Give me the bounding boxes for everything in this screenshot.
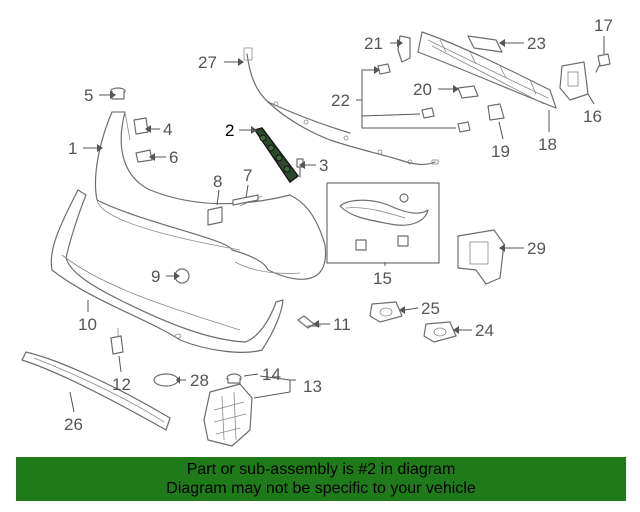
callout-22: 22 xyxy=(331,91,350,110)
callout-labels: 1 2 3 4 5 6 7 8 9 10 11 12 13 14 15 16 1… xyxy=(64,16,613,434)
callout-17: 17 xyxy=(594,16,613,35)
callout-20: 20 xyxy=(413,80,432,99)
callout-2: 2 xyxy=(225,121,234,140)
callout-5: 5 xyxy=(84,86,93,105)
lamp-assembly-part-15 xyxy=(326,182,440,264)
callout-27: 27 xyxy=(198,53,217,72)
callout-15: 15 xyxy=(373,269,392,288)
bracket-part-20 xyxy=(457,85,479,99)
bracket-part-21 xyxy=(397,35,411,63)
nut-part-6 xyxy=(135,149,153,163)
callout-26: 26 xyxy=(64,415,83,434)
parking-sensor-part-25 xyxy=(369,301,403,323)
bolts-part-22 xyxy=(377,63,471,133)
seal-part-28 xyxy=(153,373,179,387)
info-banner: Part or sub-assembly is #2 in diagram Di… xyxy=(16,457,626,501)
bolt-part-17 xyxy=(595,53,611,73)
callout-10: 10 xyxy=(78,315,97,334)
bracket-part-13 xyxy=(203,383,253,447)
callout-28: 28 xyxy=(190,371,209,390)
banner-line-part-number: Part or sub-assembly is #2 in diagram xyxy=(186,461,456,478)
bracket-part-4 xyxy=(133,117,149,135)
callout-29: 29 xyxy=(527,239,546,258)
reflector-part-7 xyxy=(232,194,259,206)
callout-19: 19 xyxy=(491,142,510,161)
callout-16: 16 xyxy=(583,107,602,126)
bracket-part-19 xyxy=(487,103,505,121)
mount-bracket-part-16 xyxy=(559,61,589,101)
callout-14: 14 xyxy=(262,365,281,384)
bracket-part-23 xyxy=(467,35,503,53)
callout-11: 11 xyxy=(333,315,351,334)
callout-21: 21 xyxy=(364,34,383,53)
leader-lines xyxy=(69,36,605,413)
parts-diagram: 1 2 3 4 5 6 7 8 9 10 11 12 13 14 15 16 1… xyxy=(21,16,613,447)
callout-23: 23 xyxy=(527,34,546,53)
callout-7: 7 xyxy=(243,166,252,185)
bumper-cover-upper xyxy=(94,111,327,280)
impact-beam-part-18 xyxy=(417,31,557,109)
lower-molding-strip xyxy=(21,351,171,431)
banner-line-disclaimer: Diagram may not be specific to your vehi… xyxy=(166,480,476,497)
callout-4: 4 xyxy=(163,120,172,139)
bolt-part-3 xyxy=(296,158,304,178)
grommet-part-14 xyxy=(226,373,242,384)
side-bracket-part-2 xyxy=(253,127,300,184)
leader-arrowheads xyxy=(97,39,505,384)
parking-sensor-part-24 xyxy=(423,321,457,343)
callout-25: 25 xyxy=(421,299,440,318)
callout-24: 24 xyxy=(475,321,494,340)
wiring-harness xyxy=(243,47,439,166)
callout-6: 6 xyxy=(169,148,178,167)
sensor-bracket-part-29 xyxy=(457,229,505,285)
bumper-lower-valance xyxy=(50,189,284,353)
callout-12: 12 xyxy=(112,375,131,394)
callout-8: 8 xyxy=(213,172,222,191)
callout-3: 3 xyxy=(319,156,328,175)
callout-1: 1 xyxy=(68,139,77,158)
callout-18: 18 xyxy=(538,135,557,154)
callout-9: 9 xyxy=(151,267,160,286)
clip-part-12 xyxy=(110,328,124,355)
callout-13: 13 xyxy=(303,377,322,396)
label-part-8 xyxy=(207,206,223,226)
